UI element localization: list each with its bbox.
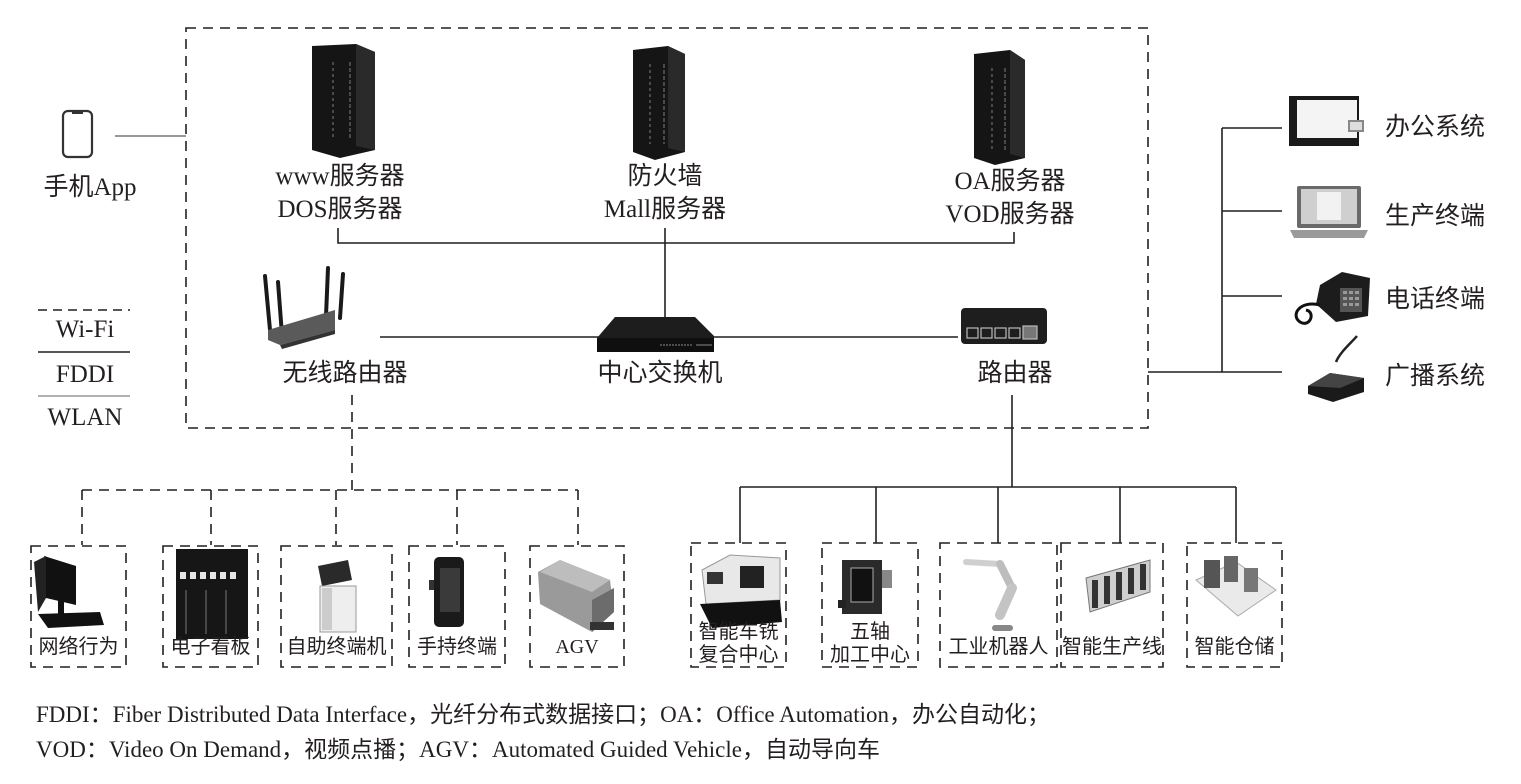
- wireless-device-frame-5: [529, 545, 625, 668]
- server-label-line2: VOD服务器: [945, 201, 1075, 228]
- wireless-device-label: AGV: [555, 636, 599, 658]
- wireless-device-frame-4: [408, 545, 506, 668]
- legend-wlan: WLAN: [47, 404, 123, 431]
- wired-device-label-line1: 工业机器人: [948, 636, 1049, 658]
- legend-fddi: FDDI: [55, 361, 115, 388]
- right-system-label: 办公系统: [1385, 114, 1486, 141]
- wired-device-frame-4: [1060, 542, 1164, 668]
- legend-wifi: Wi-Fi: [55, 316, 115, 343]
- laptop-icon: [1290, 186, 1368, 238]
- mobile-app-label: 手机App: [43, 174, 137, 201]
- wireless-device-frame-2: [162, 545, 259, 668]
- wireless-device-label: 手持终端: [417, 636, 497, 658]
- router-icon: [961, 308, 1047, 344]
- core-switch-icon: [597, 317, 714, 352]
- server-label-line1: www服务器: [275, 163, 405, 190]
- server-bus: [337, 228, 1015, 244]
- footnote-line-1: FDDI：Fiber Distributed Data Interface，光纤…: [36, 702, 1050, 727]
- office-system-icon: [1289, 96, 1364, 146]
- server-rack-icon: [312, 44, 375, 158]
- wired-device-label-line1: 智能生产线: [1062, 636, 1162, 658]
- agv-vehicle-icon: [538, 560, 614, 632]
- desktop-computer-icon: [34, 556, 104, 628]
- smartphone-icon: [61, 109, 94, 159]
- wired-device-label-line1: 智能车铣: [698, 621, 779, 643]
- right-system-label: 生产终端: [1385, 203, 1486, 230]
- production-line-icon: [1085, 559, 1151, 613]
- electronic-board-icon: [176, 549, 248, 639]
- robot-arm-icon: [963, 559, 1017, 631]
- wired-device-frame-1: [690, 542, 787, 668]
- machining-center-icon: [838, 560, 892, 614]
- kiosk-icon: [318, 560, 357, 633]
- wired-device-frame-2: [821, 542, 919, 668]
- telephone-icon: [1294, 272, 1370, 325]
- handheld-terminal-icon: [429, 557, 464, 627]
- wireless-device-frame-3: [280, 545, 393, 668]
- server-label-line2: Mall服务器: [603, 196, 727, 223]
- wireless-router-label: 无线路由器: [282, 360, 408, 387]
- core-switch-label: 中心交换机: [597, 360, 723, 387]
- smart-warehouse-icon: [1195, 556, 1277, 617]
- server-label-line1: 防火墙: [627, 163, 703, 190]
- wired-device-label-line2: 加工中心: [830, 644, 910, 666]
- wireless-device-frame-1: [30, 545, 127, 668]
- cnc-lathe-icon: [700, 554, 782, 628]
- server-label-line1: OA服务器: [954, 168, 1066, 195]
- server-rack-icon: [974, 50, 1025, 165]
- wired-device-frame-5: [1186, 542, 1283, 668]
- wireless-device-label: 自助终端机: [286, 636, 387, 658]
- wired-device-label-line2: 复合中心: [698, 644, 779, 666]
- wired-device-label-line1: 智能仓储: [1194, 636, 1275, 658]
- wireless-device-label: 网络行为: [38, 636, 119, 658]
- router-label: 路由器: [977, 360, 1053, 387]
- server-label-line2: DOS服务器: [277, 196, 403, 223]
- footnote-line-2: VOD：Video On Demand，视频点播；AGV：Automated G…: [36, 737, 880, 762]
- core-network-boundary: [185, 27, 1149, 429]
- wireless-device-label: 电子看板: [170, 636, 251, 658]
- right-system-label: 广播系统: [1385, 363, 1486, 390]
- wireless-router-icon: [263, 266, 345, 349]
- broadcast-microphone-icon: [1308, 335, 1364, 402]
- server-rack-icon: [633, 46, 685, 160]
- right-system-label: 电话终端: [1385, 286, 1486, 313]
- wired-device-label-line1: 五轴: [850, 621, 890, 643]
